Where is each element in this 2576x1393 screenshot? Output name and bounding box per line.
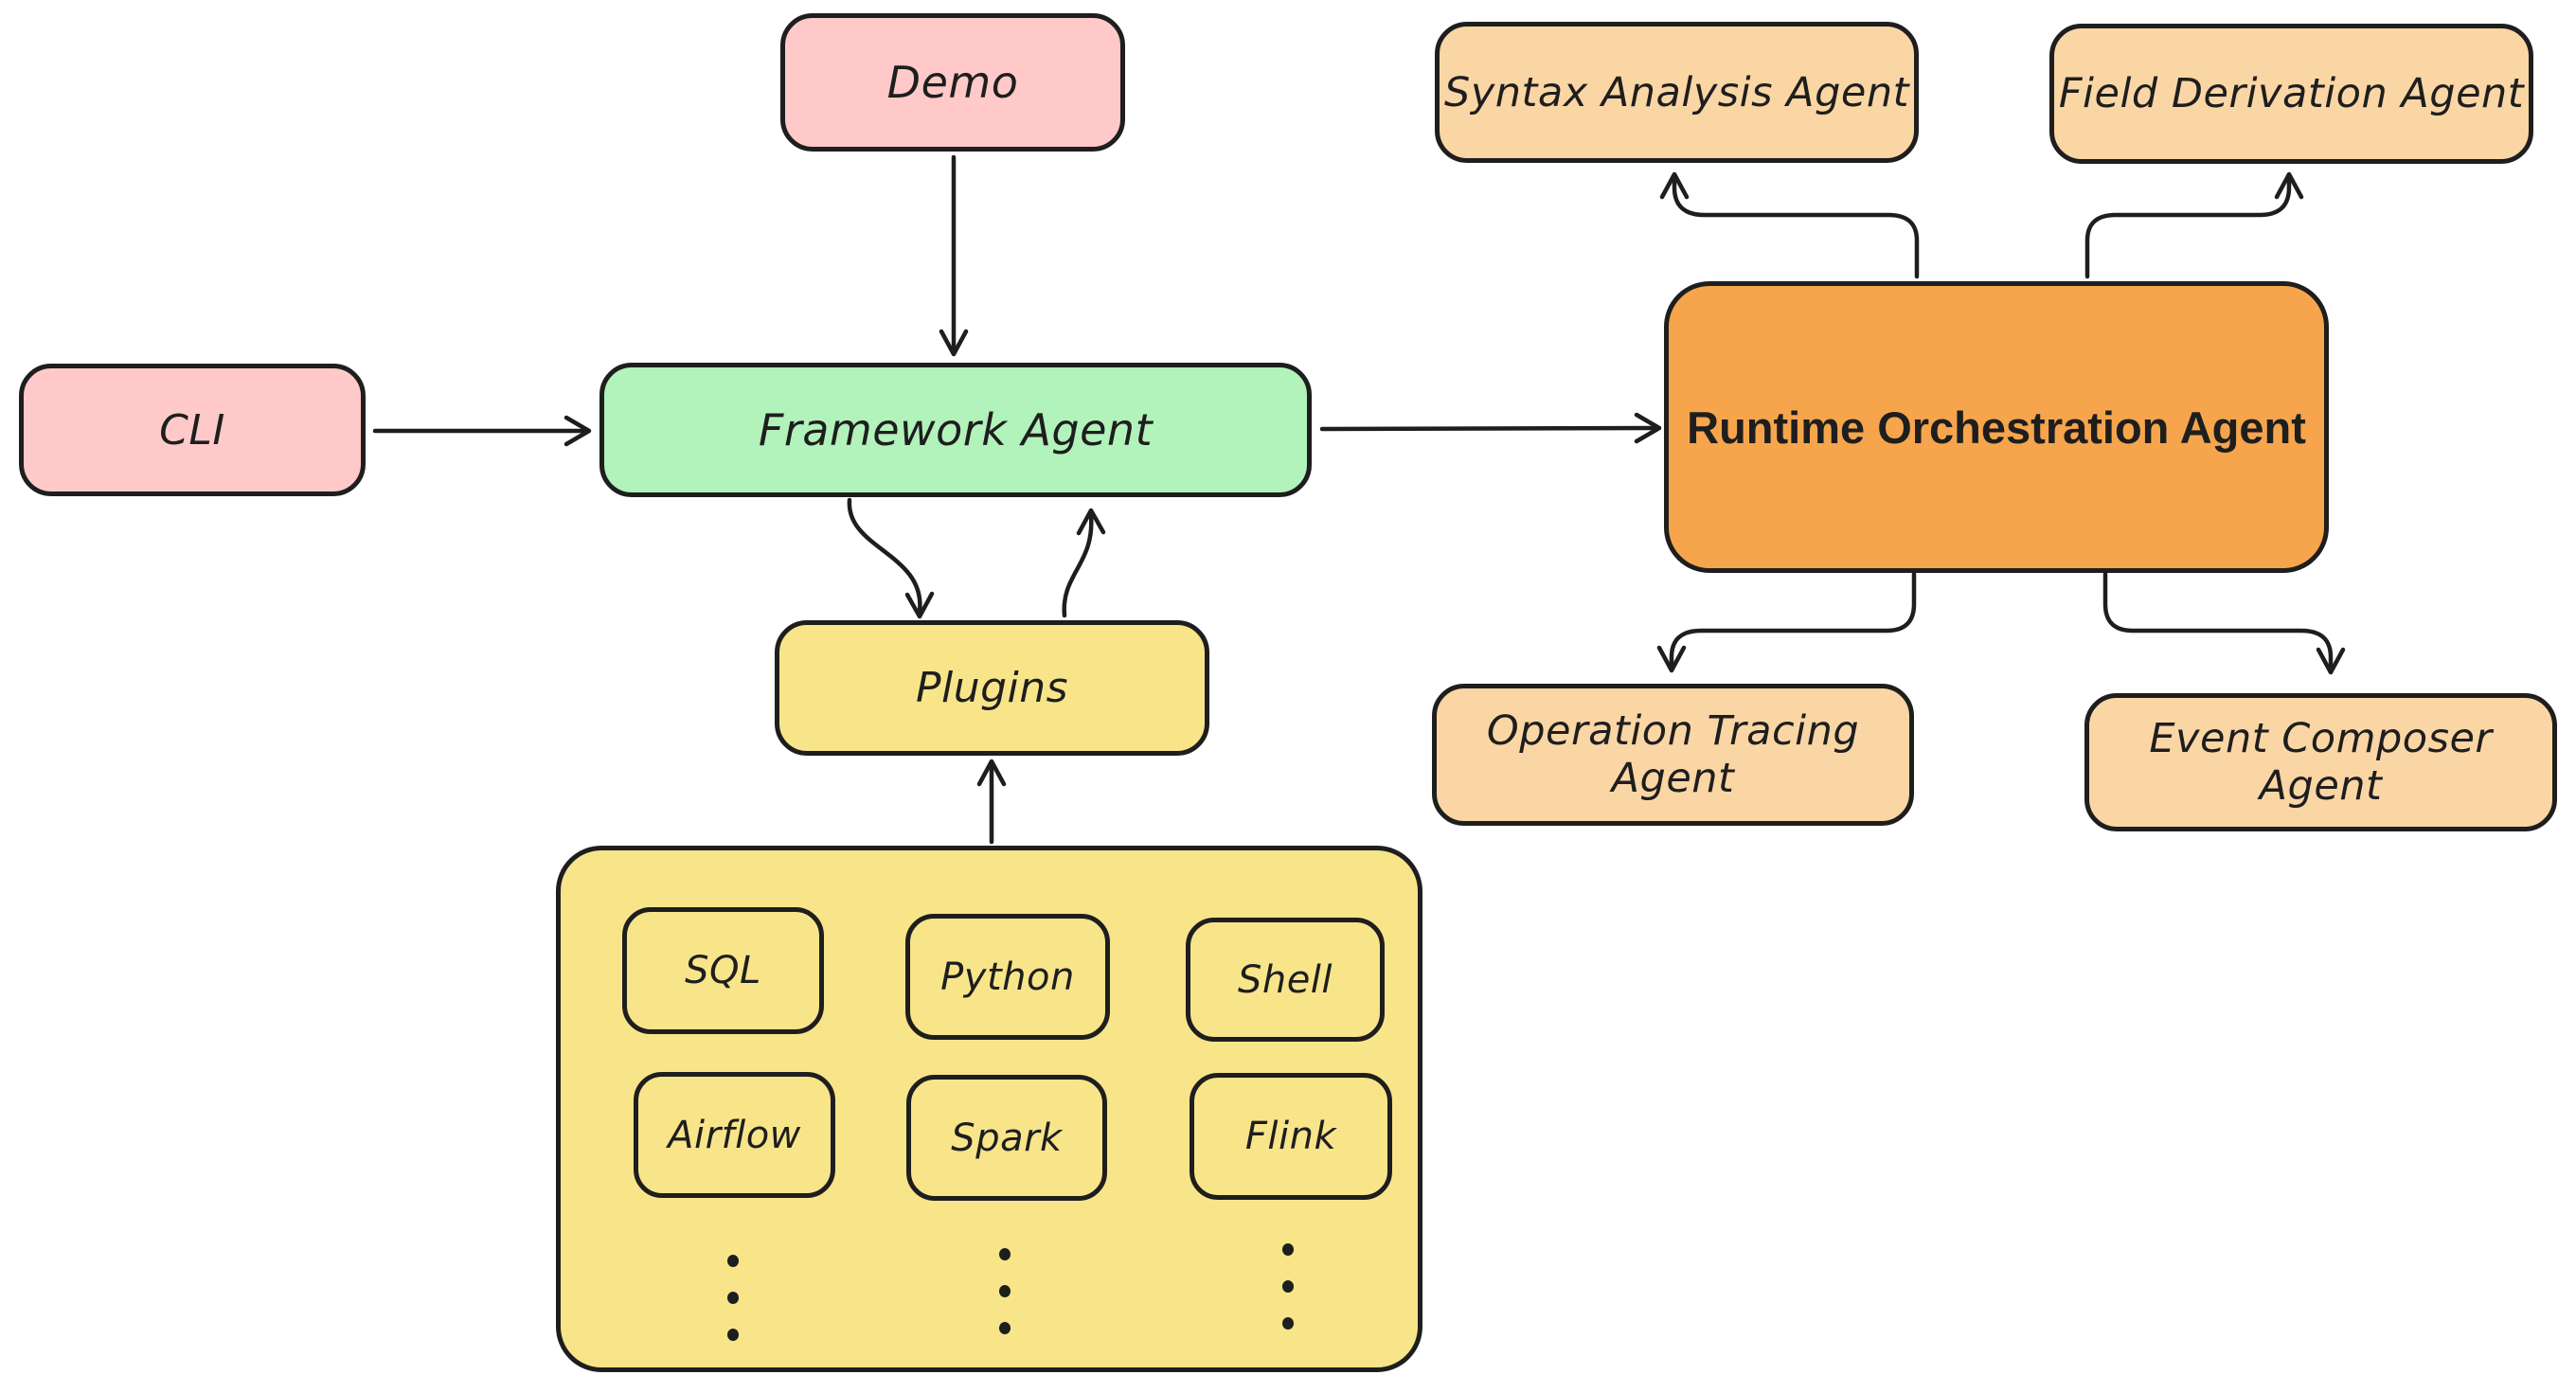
node-runtime-orchestration-agent: Runtime Orchestration Agent — [1664, 281, 2329, 573]
node-plugins-label: Plugins — [915, 664, 1069, 712]
arrow-framework-to-plugins — [847, 497, 935, 619]
arrow-demo-to-framework — [939, 154, 969, 357]
node-plugins: Plugins — [775, 620, 1209, 756]
arrow-runtime-to-event — [2102, 571, 2346, 675]
arrow-plugins-to-framework — [1062, 508, 1106, 618]
ellipsis-column-1 — [727, 1242, 739, 1353]
node-airflow: Airflow — [634, 1072, 835, 1198]
dot — [999, 1248, 1011, 1260]
node-airflow-label: Airflow — [668, 1113, 801, 1157]
node-event-composer-agent: Event Composer Agent — [2084, 693, 2557, 831]
arrow-runtime-to-tracing — [1656, 571, 1917, 673]
dot — [727, 1255, 739, 1267]
node-shell: Shell — [1186, 918, 1385, 1042]
node-syntax-analysis-agent: Syntax Analysis Agent — [1435, 22, 1919, 163]
dot — [999, 1322, 1011, 1334]
node-field-derivation-agent-label: Field Derivation Agent — [2058, 70, 2525, 117]
node-python: Python — [905, 914, 1110, 1040]
node-syntax-analysis-agent-label: Syntax Analysis Agent — [1444, 68, 1909, 116]
node-framework-agent: Framework Agent — [599, 363, 1312, 497]
node-operation-tracing-agent-label: Operation Tracing Agent — [1486, 707, 1860, 802]
dot — [1282, 1243, 1294, 1256]
dot — [727, 1329, 739, 1341]
arrow-cli-to-framework — [372, 415, 592, 447]
node-event-composer-agent-label: Event Composer Agent — [2149, 715, 2493, 810]
dot — [1282, 1280, 1294, 1293]
dot — [1282, 1317, 1294, 1330]
arrow-framework-to-runtime — [1319, 412, 1662, 444]
node-framework-agent-label: Framework Agent — [758, 404, 1154, 455]
node-field-derivation-agent: Field Derivation Agent — [2049, 24, 2533, 164]
arrow-container-to-plugins — [976, 759, 1007, 845]
node-flink-label: Flink — [1244, 1115, 1337, 1158]
node-python-label: Python — [940, 955, 1075, 999]
ellipsis-column-2 — [999, 1236, 1011, 1347]
node-sql: SQL — [622, 907, 824, 1034]
node-flink: Flink — [1190, 1073, 1392, 1200]
node-operation-tracing-agent: Operation Tracing Agent — [1432, 684, 1914, 826]
node-sql-label: SQL — [685, 949, 761, 992]
arrow-runtime-to-field — [2084, 171, 2304, 279]
node-cli-label: CLI — [159, 405, 225, 455]
node-cli: CLI — [19, 364, 366, 496]
node-shell-label: Shell — [1237, 957, 1333, 1002]
dot — [999, 1285, 1011, 1297]
node-spark-label: Spark — [951, 1116, 1063, 1160]
node-demo-label: Demo — [886, 57, 1019, 108]
node-demo: Demo — [780, 13, 1125, 152]
arrow-runtime-to-syntax — [1659, 171, 1920, 279]
ellipsis-column-3 — [1282, 1231, 1294, 1342]
node-spark: Spark — [906, 1075, 1107, 1201]
dot — [727, 1292, 739, 1304]
node-runtime-orchestration-agent-label: Runtime Orchestration Agent — [1687, 402, 2306, 453]
